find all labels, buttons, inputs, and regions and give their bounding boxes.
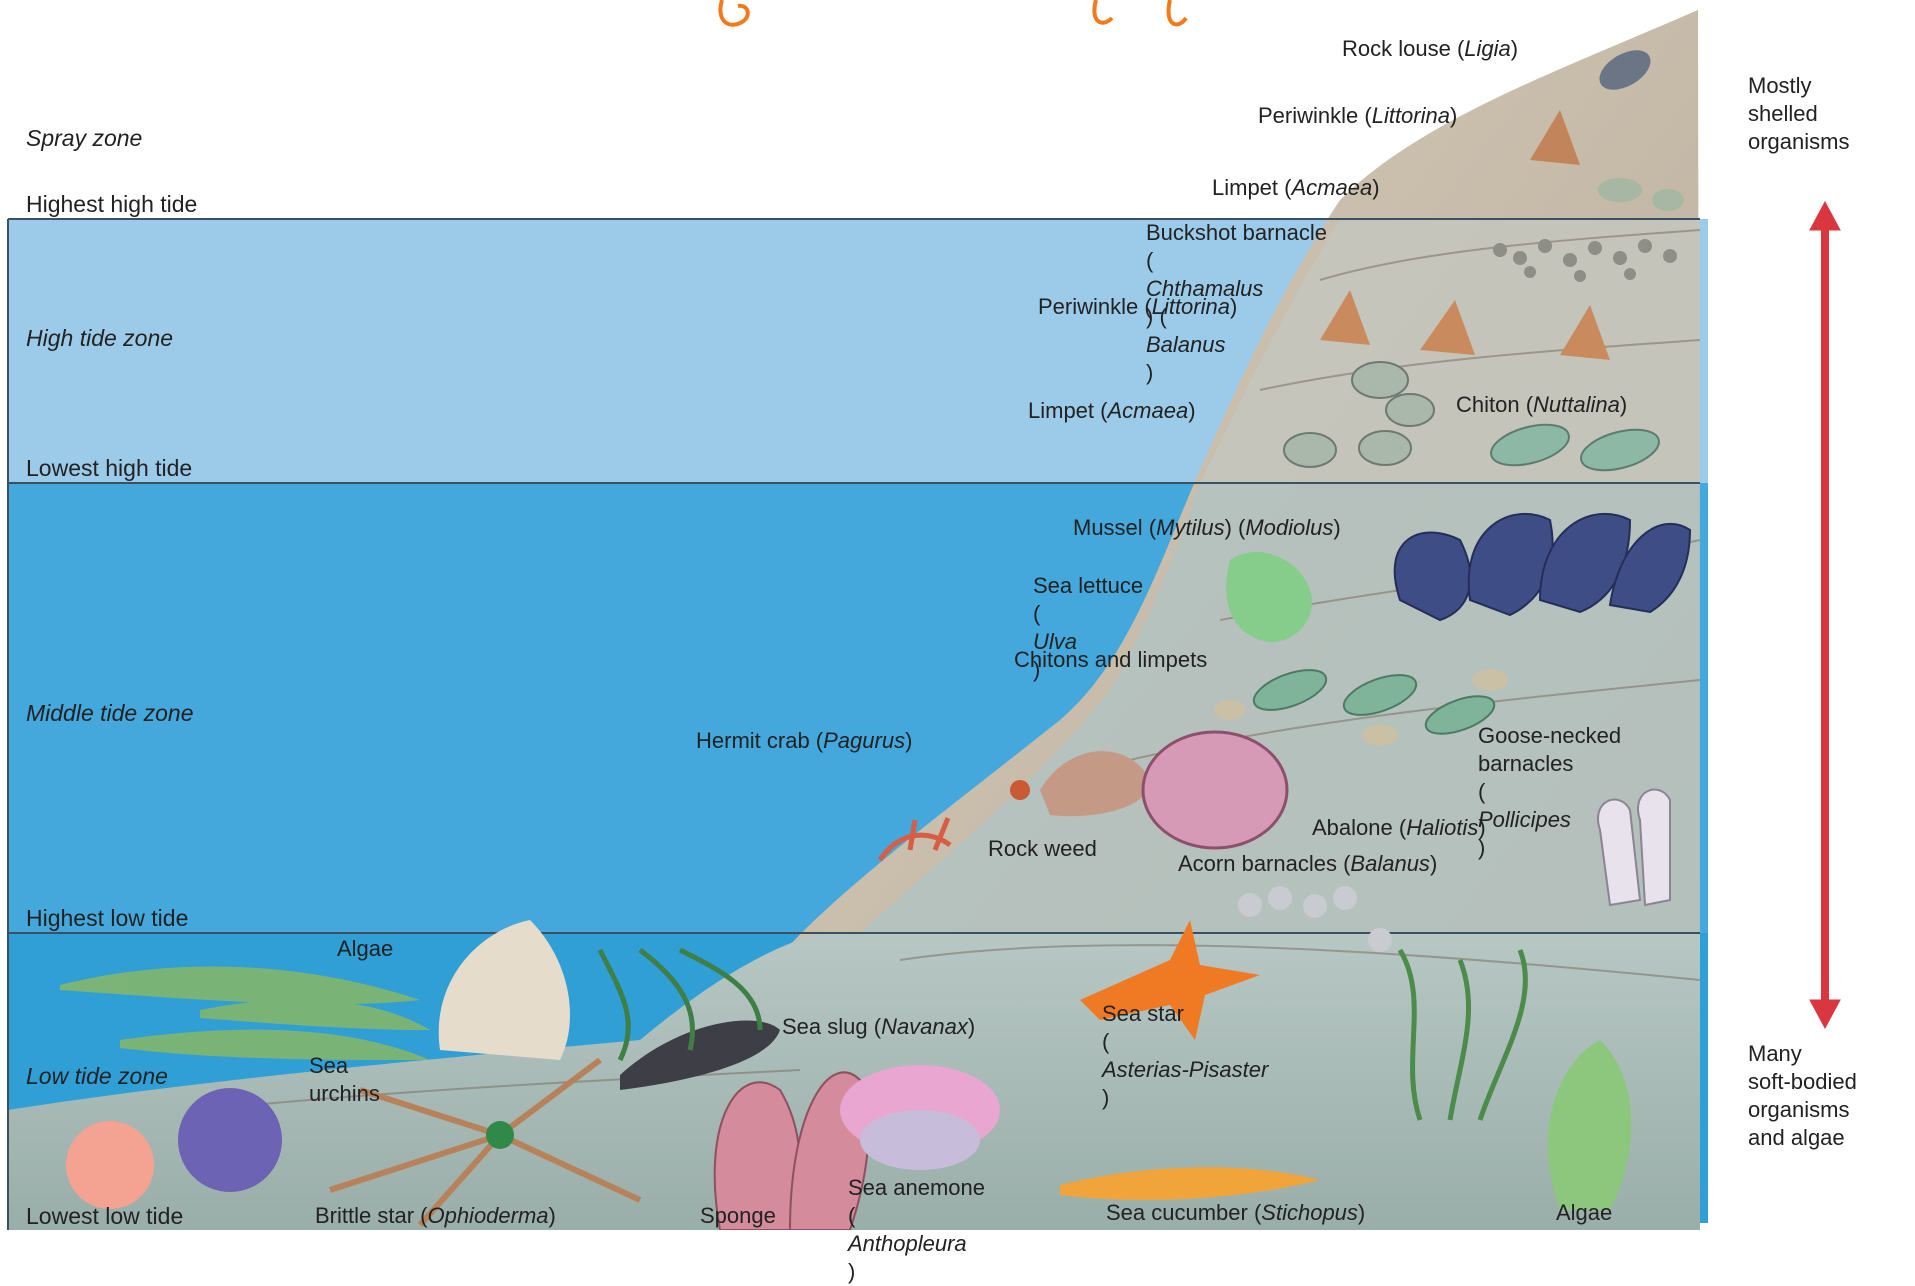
spray-zone-label: Spray zone xyxy=(26,125,142,152)
limpet-top-label: Limpet (Acmaea) xyxy=(1212,175,1380,201)
low-tide-zone-label: Low tide zone xyxy=(26,1063,168,1090)
rock-weed-label: Rock weed xyxy=(988,836,1097,862)
hermit-crab-label: Hermit crab (Pagurus) xyxy=(696,728,912,754)
algae-low-label: Algae xyxy=(337,936,393,962)
goose-necked-barnacles-label: Goose-necked barnacles (Pollicipes) xyxy=(1478,722,1621,862)
orange-scribble xyxy=(720,0,1186,25)
intertidal-illustration xyxy=(0,0,1915,1230)
intertidal-zonation-diagram: Spray zone Highest high tide High tide z… xyxy=(0,0,1915,1230)
limpet-high-label: Limpet (Acmaea) xyxy=(1028,398,1196,424)
lowest-high-tide-label: Lowest high tide xyxy=(26,455,192,482)
gradient-arrow xyxy=(1810,202,1840,1028)
mostly-shelled-label: Mostly shelled organisms xyxy=(1748,72,1849,156)
algae-right-label: Algae xyxy=(1556,1200,1612,1226)
mussel-label: Mussel (Mytilus) (Modiolus) xyxy=(1073,515,1341,541)
rock-louse-label: Rock louse (Ligia) xyxy=(1342,36,1518,62)
sea-star-label: Sea star (Asterias-Pisaster) xyxy=(1102,1000,1268,1112)
abalone-label: Abalone (Haliotis) xyxy=(1312,815,1486,841)
sea-slug-label: Sea slug (Navanax) xyxy=(782,1014,975,1040)
highest-high-tide-label: Highest high tide xyxy=(26,191,197,218)
periwinkle-top-label: Periwinkle (Littorina) xyxy=(1258,103,1457,129)
middle-tide-zone-label: Middle tide zone xyxy=(26,700,194,727)
many-soft-bodied-label: Many soft-bodied organisms and algae xyxy=(1748,1040,1857,1152)
brittle-star-label: Brittle star (Ophioderma) xyxy=(315,1203,556,1229)
chiton-label: Chiton (Nuttalina) xyxy=(1456,392,1627,418)
sea-urchins-label: Sea urchins xyxy=(309,1052,380,1108)
chitons-limpets-label: Chitons and limpets xyxy=(1014,647,1207,673)
abalone xyxy=(1143,732,1287,848)
sea-cucumber-label: Sea cucumber (Stichopus) xyxy=(1106,1200,1365,1226)
lowest-low-tide-label: Lowest low tide xyxy=(26,1203,183,1230)
periwinkle-high-label: Periwinkle (Littorina) xyxy=(1038,294,1237,320)
acorn-barnacles-label: Acorn barnacles (Balanus) xyxy=(1178,851,1437,877)
highest-low-tide-label: Highest low tide xyxy=(26,905,188,932)
sponge-label: Sponge xyxy=(700,1203,776,1229)
sea-anemone-label: Sea anemone (Anthopleura) xyxy=(848,1174,985,1286)
high-tide-zone-label: High tide zone xyxy=(26,325,173,352)
